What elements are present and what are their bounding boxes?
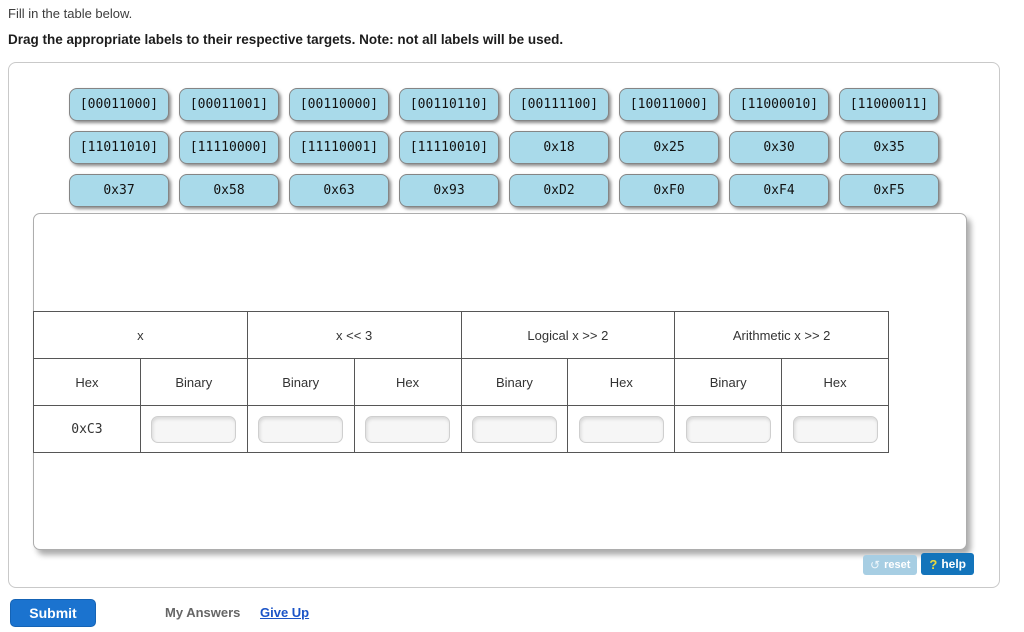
reset-icon: ↺ [870,558,881,572]
shift-table: x x << 3 Logical x >> 2 Arithmetic x >> … [33,311,889,453]
drop-target[interactable] [792,415,878,443]
help-button[interactable]: ? help [921,553,974,575]
data-row: 0xC3 [33,405,889,453]
drag-label[interactable]: [00110110] [399,88,499,121]
table-cell [674,405,783,453]
drag-label[interactable]: [00111100] [509,88,609,121]
label-bank-row: 0x37 0x58 0x63 0x93 0xD2 0xF0 0xF4 0xF5 [9,174,999,207]
group-header-shift-left-3: x << 3 [246,311,462,359]
drop-target[interactable] [471,415,557,443]
drag-label[interactable]: 0x35 [839,131,939,164]
table-cell [567,405,676,453]
label-bank-row: [11011010] [11110000] [11110001] [111100… [9,131,999,164]
drag-label[interactable]: 0x58 [179,174,279,207]
drag-label[interactable]: 0x93 [399,174,499,207]
drag-label[interactable]: 0x25 [619,131,719,164]
table-cell [139,405,248,453]
sub-header-hex: Hex [33,358,141,406]
group-header-x: x [33,311,248,359]
label-bank: [00011000] [00011001] [00110000] [001101… [9,88,999,207]
instruction-line: Fill in the table below. [8,6,133,21]
group-header-logical-shift-right-2: Logical x >> 2 [460,311,676,359]
table-cell [246,405,355,453]
drop-target[interactable] [151,415,237,443]
submit-button[interactable]: Submit [10,599,96,627]
drag-label[interactable]: [11110010] [399,131,499,164]
group-header-arithmetic-shift-right-2: Arithmetic x >> 2 [674,311,889,359]
drag-label[interactable]: [10011000] [619,88,719,121]
label-bank-row: [00011000] [00011001] [00110000] [001101… [9,88,999,121]
drag-label[interactable]: [11110001] [289,131,389,164]
drag-label[interactable]: 0xD2 [509,174,609,207]
sub-header-row: Hex Binary Binary Hex Binary Hex Binary … [33,358,889,406]
sub-header-binary: Binary [139,358,248,406]
sub-header-binary: Binary [246,358,355,406]
sub-header-hex: Hex [353,358,462,406]
drag-label[interactable]: [00011001] [179,88,279,121]
drag-label[interactable]: [11000011] [839,88,939,121]
table-cell [353,405,462,453]
give-up-link[interactable]: Give Up [260,605,310,620]
drag-label[interactable]: 0xF0 [619,174,719,207]
drag-label[interactable]: [11110000] [179,131,279,164]
reset-button-label: reset [884,559,911,571]
sub-header-binary: Binary [460,358,569,406]
sub-header-hex: Hex [567,358,676,406]
panel-actions: ↺ reset ? help [863,553,974,575]
sub-header-hex: Hex [781,358,889,406]
drag-label[interactable]: 0x18 [509,131,609,164]
reset-button[interactable]: ↺ reset [863,555,918,575]
drag-label[interactable]: [11000010] [729,88,829,121]
drag-label[interactable]: 0x37 [69,174,169,207]
activity-panel: [00011000] [00011001] [00110000] [001101… [8,62,1000,588]
drop-target[interactable] [685,415,771,443]
x-hex-value: 0xC3 [33,405,141,453]
drag-label[interactable]: 0x63 [289,174,389,207]
drop-target[interactable] [365,415,451,443]
drag-instruction: Drag the appropriate labels to their res… [8,32,564,47]
drop-area-panel: x x << 3 Logical x >> 2 Arithmetic x >> … [33,213,967,550]
table-cell [781,405,889,453]
group-header-row: x x << 3 Logical x >> 2 Arithmetic x >> … [33,311,889,359]
drag-label[interactable]: [11011010] [69,131,169,164]
drop-target[interactable] [578,415,664,443]
drag-label[interactable]: 0xF4 [729,174,829,207]
sub-header-binary: Binary [674,358,783,406]
question-mark-icon: ? [929,556,938,572]
table-cell [460,405,569,453]
help-button-label: help [941,557,966,571]
drag-label[interactable]: 0xF5 [839,174,939,207]
drag-label[interactable]: 0x30 [729,131,829,164]
drag-label[interactable]: [00011000] [69,88,169,121]
drag-label[interactable]: [00110000] [289,88,389,121]
my-answers-label: My Answers [165,605,241,620]
drop-target[interactable] [258,415,344,443]
